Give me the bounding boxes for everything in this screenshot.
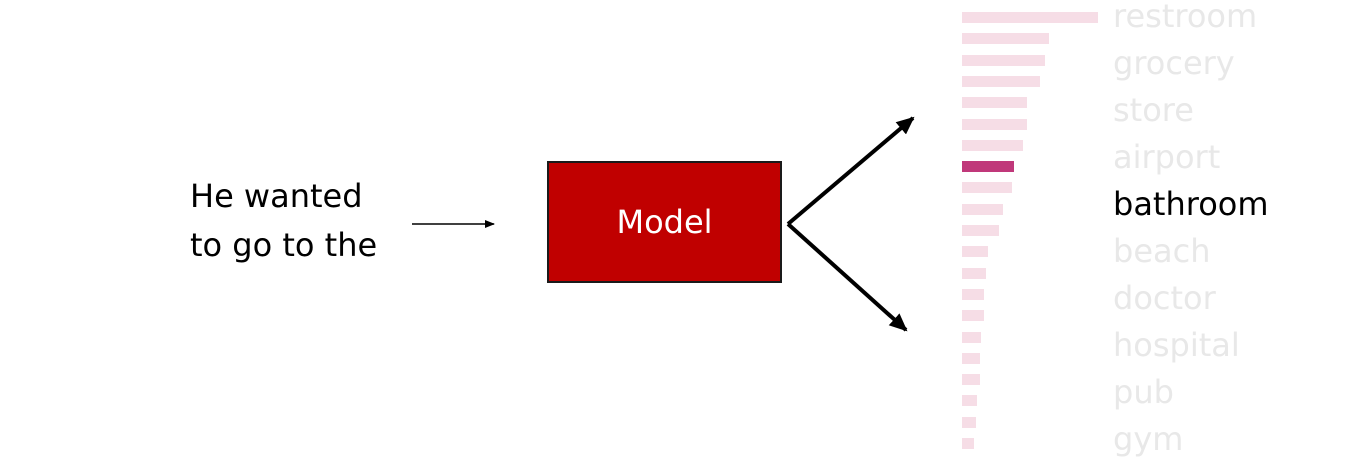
candidate-word: hospital [1113, 326, 1240, 364]
candidate-word: restroom [1113, 0, 1258, 35]
probability-bar [962, 33, 1049, 45]
probability-bar [962, 374, 980, 386]
probability-bar [962, 246, 988, 258]
candidate-word: airport [1113, 138, 1221, 176]
candidate-word: beach [1113, 232, 1211, 270]
input-line-1: He wanted [190, 177, 363, 215]
candidate-word: store [1113, 91, 1194, 129]
probability-bar [962, 203, 1003, 215]
highlighted-bar [962, 161, 1014, 173]
model-box: Model [547, 161, 782, 283]
highlighted-word: bathroom [1113, 185, 1269, 223]
probability-bar [962, 182, 1012, 194]
probability-bar [962, 267, 986, 279]
probability-bar [962, 118, 1027, 130]
input-prompt: He wanted to go to the [190, 172, 377, 270]
probability-bar [962, 225, 999, 236]
probability-bar [962, 310, 984, 322]
probability-bar [962, 438, 974, 449]
probability-bar [962, 12, 1098, 23]
probability-bar [962, 75, 1040, 87]
candidate-word: doctor [1113, 279, 1216, 317]
input-line-2: to go to the [190, 226, 378, 264]
model-to-top-arrow [786, 116, 915, 226]
candidate-word: gym [1113, 420, 1184, 458]
candidate-word: pub [1113, 373, 1174, 411]
model-label: Model [616, 203, 713, 241]
candidate-word: grocery [1113, 44, 1235, 82]
probability-bar [962, 331, 981, 343]
probability-bar [962, 352, 980, 364]
probability-bar [962, 54, 1045, 66]
probability-bar [962, 139, 1023, 151]
model-to-bottom-arrow [786, 222, 908, 332]
probability-bar [962, 97, 1027, 109]
probability-bar [962, 395, 977, 407]
probability-bar [962, 288, 984, 300]
probability-bar [962, 416, 976, 428]
